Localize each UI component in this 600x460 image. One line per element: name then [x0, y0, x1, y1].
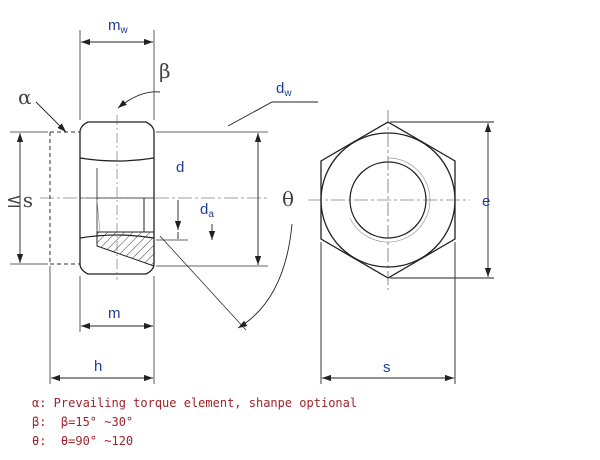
d-label: d	[176, 159, 184, 176]
note-beta: β: β=15° ~30°	[32, 415, 134, 429]
alpha-symbol: α	[18, 85, 32, 109]
notes-block: α: Prevailing torque element, shanpe opt…	[32, 394, 357, 451]
s-label: s	[383, 359, 391, 376]
h-label: h	[94, 358, 102, 375]
extension-lines	[10, 30, 268, 384]
front-view-dimensions	[320, 121, 494, 384]
nut-body-outline	[79, 121, 155, 275]
da-label: da	[200, 201, 214, 220]
mw-label: mw	[108, 17, 129, 36]
dimension-lines	[16, 38, 318, 382]
side-view	[79, 121, 155, 275]
front-view-centerlines	[308, 110, 470, 290]
thread-arc	[349, 157, 431, 243]
note-alpha: α: Prevailing torque element, shanpe opt…	[32, 396, 358, 410]
m-label: m	[108, 305, 121, 322]
le-s-label: ≤s	[6, 188, 33, 212]
theta-symbol: θ	[282, 187, 294, 211]
dw-label: dw	[276, 80, 292, 99]
note-theta: θ: θ=90° ~120	[32, 434, 134, 448]
e-label: e	[482, 193, 490, 210]
prevailing-torque-hatch	[96, 231, 155, 267]
beta-symbol: β	[159, 59, 171, 83]
